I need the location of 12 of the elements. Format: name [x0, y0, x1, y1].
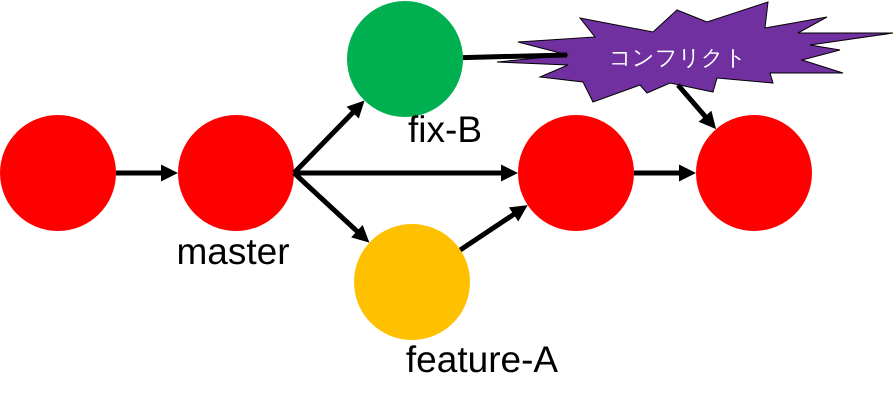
arrow	[116, 164, 178, 182]
branch-label: feature-A	[406, 339, 558, 381]
arrow	[292, 171, 372, 244]
conflict-burst	[497, 2, 893, 102]
connector-line	[462, 52, 568, 60]
arrow	[676, 83, 718, 131]
burst-label: コンフリクト	[609, 46, 747, 72]
branch-label: fix-B	[408, 109, 482, 151]
arrow	[634, 164, 696, 182]
arrow	[292, 98, 366, 175]
branch-label: master	[176, 231, 290, 273]
arrow	[458, 203, 530, 252]
